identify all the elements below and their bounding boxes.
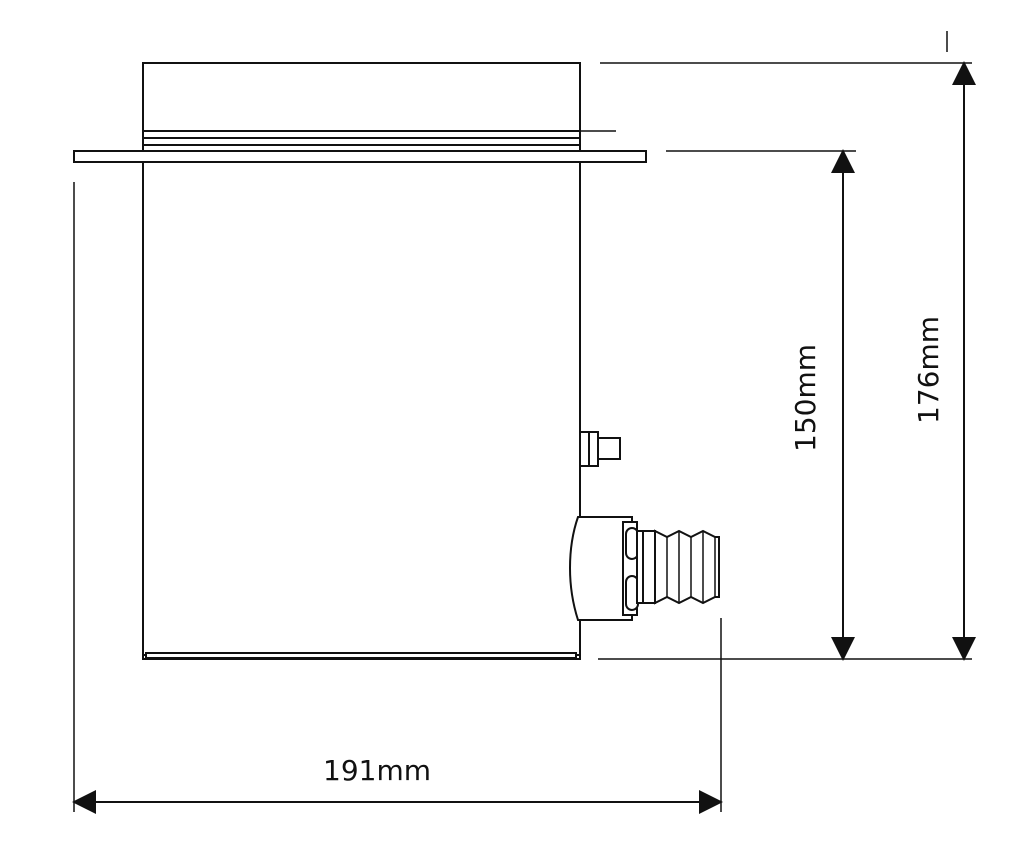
dimension-150: 150mm (789, 149, 855, 661)
dimension-label-176: 176mm (912, 316, 945, 424)
dimension-191: 191mm (72, 754, 723, 814)
dimension-label-150: 150mm (789, 344, 822, 452)
dimension-176: 176mm (912, 61, 976, 661)
hose-connector (568, 516, 720, 621)
base (142, 652, 581, 659)
dimension-label-191: 191mm (323, 754, 431, 787)
extension-lines (73, 31, 972, 812)
bolt-fitting (579, 431, 621, 467)
flange (73, 144, 647, 163)
